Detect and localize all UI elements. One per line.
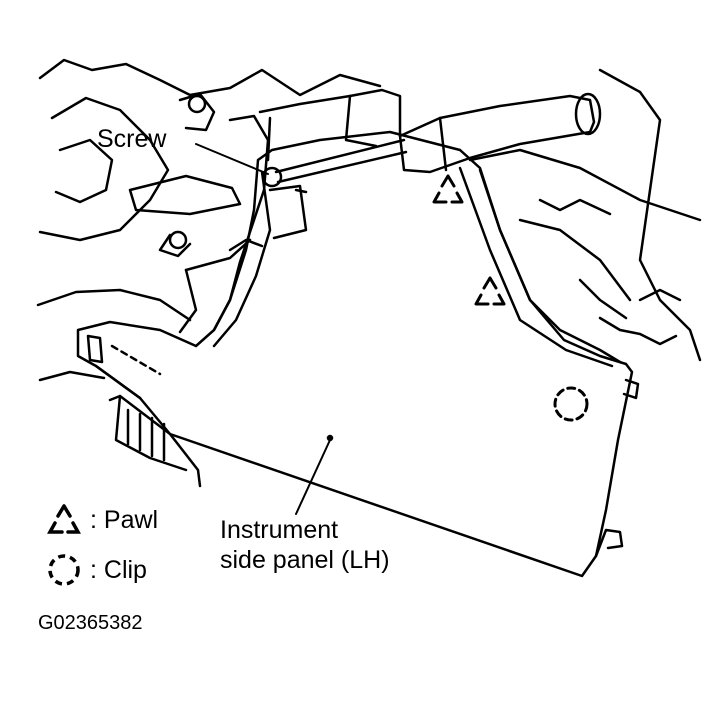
panel-label: Instrument side panel (LH) (220, 515, 390, 575)
legend-pawl-text: : Pawl (90, 505, 159, 534)
dashed-circle-icon (48, 554, 80, 586)
legend-pawl: : Pawl (44, 502, 158, 538)
figure-id: G02365382 (38, 612, 143, 634)
legend-clip-text: : Clip (90, 555, 147, 584)
pawl-mark-upper (432, 174, 464, 204)
dashboard-structure (36, 58, 382, 382)
panel-leader-line (295, 439, 331, 515)
panel-label-line1: Instrument (220, 516, 339, 544)
instrument-side-panel (76, 130, 640, 578)
legend-clip: : Clip (44, 552, 147, 588)
screw-label: Screw (97, 125, 167, 153)
screw-leader-line (195, 143, 269, 175)
pawl-mark-lower (474, 276, 506, 306)
panel-label-line2: side panel (LH) (220, 546, 390, 574)
clip-mark (553, 386, 589, 422)
triangle-arrows-icon (47, 504, 81, 534)
screwdriver (261, 88, 602, 188)
